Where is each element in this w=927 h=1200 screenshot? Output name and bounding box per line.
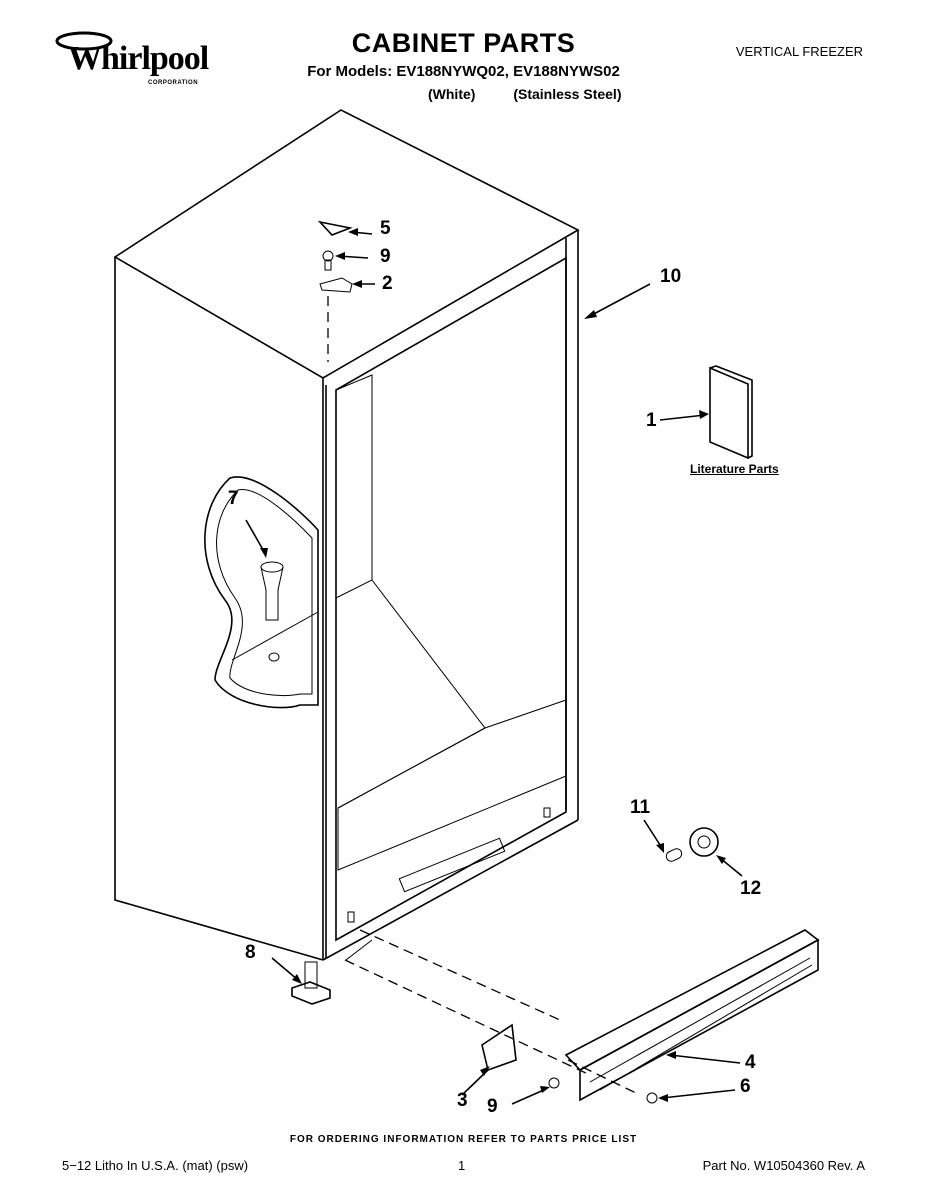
logo-swoosh-icon	[55, 31, 113, 51]
model-variants: (White) (Stainless Steel)	[428, 86, 655, 102]
models-line: For Models: EV188NYWQ02, EV188NYWS02	[307, 63, 620, 80]
callout-9-top: 9	[380, 246, 391, 267]
variant-white: (White)	[428, 86, 476, 102]
callout-6: 6	[740, 1076, 751, 1097]
callout-3: 3	[457, 1090, 468, 1111]
litho-info: 5−12 Litho In U.S.A. (mat) (psw)	[62, 1158, 249, 1173]
callout-4: 4	[745, 1052, 756, 1073]
callout-11: 11	[630, 797, 651, 818]
ordering-note: FOR ORDERING INFORMATION REFER TO PARTS …	[289, 1134, 638, 1145]
literature-parts-label: Literature Parts	[690, 462, 779, 476]
variant-stainless: (Stainless Steel)	[513, 86, 622, 102]
page-title: CABINET PARTS	[351, 28, 576, 58]
cabinet-body	[113, 109, 820, 1105]
logo-wordmark: Whirlpool	[68, 40, 209, 77]
callout-1: 1	[646, 410, 657, 431]
callout-8: 8	[245, 942, 256, 963]
callout-7: 7	[228, 488, 239, 509]
page-number: 1	[458, 1158, 466, 1173]
logo-corporation: CORPORATION	[148, 80, 199, 86]
whirlpool-logo: Whirlpool CORPORATION	[48, 28, 218, 90]
product-category: VERTICAL FREEZER	[735, 44, 863, 59]
callout-2: 2	[382, 273, 393, 294]
callout-10: 10	[660, 266, 682, 287]
part-number: Part No. W10504360 Rev. A	[702, 1158, 865, 1173]
callout-12: 12	[740, 878, 762, 899]
callout-5: 5	[380, 218, 391, 239]
callout-9-bottom: 9	[487, 1096, 498, 1117]
